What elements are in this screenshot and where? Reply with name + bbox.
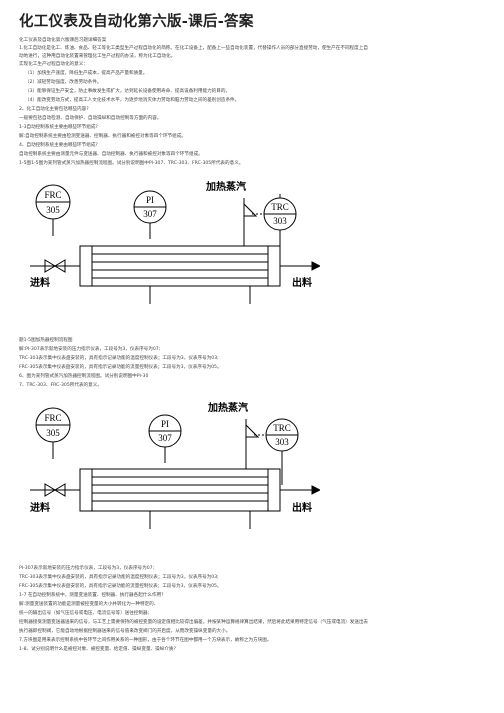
trc-label: TRC [271, 202, 289, 212]
frc-label: FRC [44, 413, 61, 423]
frc-number: 305 [46, 428, 60, 438]
heat-exchanger-diagram-1: FRC 305 PI 307 TRC 303 加热蒸汽 进料 出料 [30, 180, 320, 304]
text-line: （3）能够保证生产安全，防止事故发生或扩大，达到延长设备使用寿命、提高设备利用能… [25, 89, 231, 94]
text-line: （4）能改变劳动方式，提高工人文化技术水平，为逐步地消灭体力劳动和脑力劳动之间的… [25, 98, 240, 103]
steam-label: 加热蒸汽 [205, 180, 246, 193]
text-line: 7.方块图是用来表示控制系统中各环节之间作用关系的一种图形，由于各个环节在图中都… [19, 638, 272, 643]
trc-label: TRC [273, 423, 291, 433]
text-line: PI-307表示就地安装的压力指示仪表，工段号为3，仪表序号为07; [19, 566, 155, 571]
trc-number: 303 [275, 437, 289, 447]
text-line: 动地进行，这种用自动化装置来管理化工生产过程的办法，称为化工自动化。 [19, 54, 176, 59]
page-title: 化工仪表及自动化第六版-课后-答案 [19, 14, 254, 30]
text-line: 解:自动控制系统主要由检测变送器、控制器、执行器和被控对象等四个环节组成。 [19, 134, 186, 139]
text-line: FRC-305表示集中仪表盘安装的，具有指示记录功能的流量控制仪表；工段号为3，… [19, 365, 222, 370]
text-line: 一般要包括自动检测、自动保护、自动操纵和自动控制等方面的内容。 [19, 116, 162, 121]
text-line: TRC-303表示集中仪表盘安装的，具有指示记录功能的温度控制仪表；工段号为3，… [19, 356, 219, 361]
frc-number: 305 [46, 205, 60, 215]
outlet-label: 出料 [292, 501, 312, 514]
text-line: 解:PI-307表示就地安装的压力指示仪表，工段号为3，仪表序号为07; [19, 347, 161, 352]
text-line: TRC-303表示集中仪表盘安装的，具有指示记录功能的温度控制仪表；工段号为3，… [19, 575, 219, 580]
figure-caption: 题1-5图加热器控制流程图 [19, 338, 73, 343]
text-line: 6、图为某列管式蒸汽加热器控制流程图。试分别说明图中PI-30 [19, 374, 149, 379]
outlet-label: 出料 [292, 276, 312, 289]
text-line: 统一的输出信号（如气压信号或电压、电流信号等）送往控制器; [19, 611, 150, 616]
text-line: 2、化工自动化主要包括哪些内容? [19, 107, 89, 112]
text-line: 化工仪表及自动化第六版课后习题详细答案 [19, 38, 107, 43]
trc-number: 303 [273, 216, 287, 226]
pi-label: PI [146, 195, 154, 205]
text-line: 自动控制系统主要由测量元件与变送器、自动控制器、执行器和被控对象等四个环节组成。 [19, 152, 203, 157]
text-line: 1.化工自动化是化工、炼油、食品、轻工等化工类型生产过程自动化的简称。在化工设备… [19, 46, 368, 51]
text-line: （1）加快生产速度，降低生产成本，提高产品产量和质量。 [25, 71, 148, 76]
heat-exchanger-diagram-2: FRC 305 PI 307 TRC 303 加热蒸汽 进料 出料 [30, 401, 320, 529]
pi-number: 307 [158, 433, 172, 443]
pi-label: PI [161, 419, 169, 429]
text-line: 7、TRC-303、FRC-305所代表的意义。 [19, 383, 102, 388]
text-line: 执行器即控制阀，它能自动地根据控制器送来的信号值来改变阀门的开启度，从而改变操纵… [19, 629, 231, 634]
pi-number: 307 [143, 209, 157, 219]
text-line: 解:测量变送装置的功能是测量被控变量的大小并转化为一种特定的、 [19, 602, 159, 607]
text-line: 1-8、试分别说明什么是被控对象、被控变量、给定值、操纵变量、操纵介质? [19, 647, 176, 652]
text-line: 控制器接受测量变送器送来的信号，与工艺上需要保持的被控变量的设定值相比较得出偏差… [19, 620, 369, 625]
text-line: 1-5图1-5图为某列管式蒸汽加热器控制流程图。试分别说明图中PI-307、TR… [19, 161, 244, 166]
text-line: 4、自动控制系统主要由哪些环节组成? [19, 143, 98, 148]
inlet-label: 进料 [30, 276, 50, 289]
frc-label: FRC [44, 190, 61, 200]
steam-label: 加热蒸汽 [207, 401, 248, 414]
text-line: 实现化工生产过程自动化的意义： [19, 62, 88, 67]
text-line: 1-3自动控制系统主要由哪些环节组成? [19, 125, 98, 130]
text-line: FRC-305表示集中仪表盘安装的，具有指示记录功能的流量控制仪表；工段号为3，… [19, 584, 222, 589]
inlet-label: 进料 [30, 501, 50, 514]
text-line: （2）减轻劳动强度，改善劳动条件。 [25, 80, 102, 85]
exchanger-shell [79, 245, 281, 287]
text-line: 1-7 在自动控制系统中，测量变送装置、控制器、执行器各起什么作用? [19, 593, 164, 598]
